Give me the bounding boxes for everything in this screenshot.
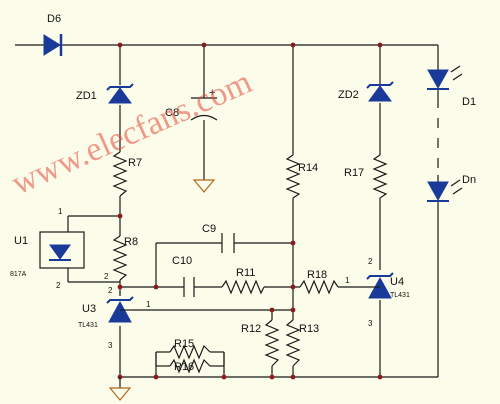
resistor-r17 xyxy=(372,154,388,199)
ground-icon xyxy=(192,179,216,193)
label-zd1: ZD1 xyxy=(76,90,97,102)
label-d6: D6 xyxy=(47,13,61,25)
label-c8: C8 xyxy=(165,107,179,119)
label-r15: R15 xyxy=(174,338,194,350)
ground-icon xyxy=(108,387,132,401)
resistor-r12 xyxy=(264,319,280,367)
u3-pin-2: 2 xyxy=(108,286,113,295)
optocoupler-u1 xyxy=(39,231,85,269)
u4-pin-3: 3 xyxy=(368,319,373,328)
u1-pin-1: 1 xyxy=(58,207,63,216)
label-r18: R18 xyxy=(307,269,327,281)
u1-pin-2b: 2 xyxy=(56,281,61,290)
label-r16: R16 xyxy=(174,361,194,373)
label-u4: U4 xyxy=(390,276,404,288)
label-zd2: ZD2 xyxy=(338,89,359,101)
resistor-r15 xyxy=(169,344,211,360)
c8-polarity: + xyxy=(209,87,215,99)
led-d1 xyxy=(427,65,463,90)
u3-pin-3: 3 xyxy=(108,341,113,350)
resistor-r11 xyxy=(221,279,265,295)
label-r8: R8 xyxy=(124,236,138,248)
resistor-r16 xyxy=(169,358,211,374)
resistor-r13 xyxy=(285,319,301,367)
label-d1: D1 xyxy=(462,96,476,108)
label-r11: R11 xyxy=(236,267,255,279)
label-dn: Dn xyxy=(462,174,476,186)
u3-pin-1: 1 xyxy=(146,300,151,309)
resistor-r14 xyxy=(285,154,301,199)
regulator-u4 xyxy=(366,272,394,299)
resistor-r18 xyxy=(299,279,339,295)
u4-pin-2: 2 xyxy=(368,257,373,266)
resistor-r7 xyxy=(112,151,128,197)
junction-dots xyxy=(117,42,383,380)
label-r13: R13 xyxy=(299,323,319,335)
resistor-r8 xyxy=(112,235,128,281)
capacitor-c9 xyxy=(221,233,235,253)
label-u1: U1 xyxy=(14,235,28,247)
diode-d6 xyxy=(43,34,63,56)
label-r17: R17 xyxy=(344,167,364,179)
zener-zd1 xyxy=(106,83,134,104)
label-r14: R14 xyxy=(298,162,318,174)
label-c10: C10 xyxy=(172,255,192,267)
u1-pin-2: 2 xyxy=(104,272,109,281)
label-u3-part: TL431 xyxy=(78,322,98,329)
capacitor-c8 xyxy=(190,97,218,121)
label-r7: R7 xyxy=(128,157,142,169)
label-c9: C9 xyxy=(202,223,216,235)
zener-zd2 xyxy=(366,81,394,102)
label-u3: U3 xyxy=(82,303,96,315)
label-u1-part: 817A xyxy=(10,271,27,278)
wires xyxy=(15,44,439,378)
led-dn xyxy=(427,179,463,202)
regulator-u3 xyxy=(106,296,134,323)
capacitor-c10 xyxy=(183,277,195,297)
label-r12: R12 xyxy=(241,323,261,335)
label-u4-part: TL431 xyxy=(390,292,410,299)
u4-pin-1: 1 xyxy=(345,276,350,285)
